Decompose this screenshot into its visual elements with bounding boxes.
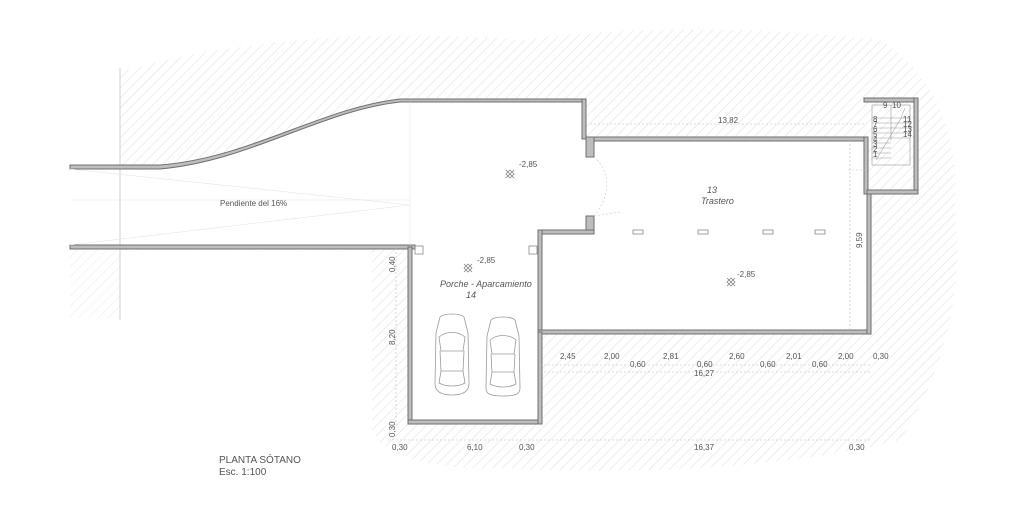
porche-left-wall [407, 246, 413, 425]
trastero-top-wall [585, 136, 868, 142]
ventilation-grilles [632, 229, 826, 235]
svg-text:5: 5 [873, 130, 878, 139]
svg-text:2,45: 2,45 [560, 352, 576, 361]
svg-text:16,27: 16,27 [694, 369, 715, 378]
svg-text:0,60: 0,60 [697, 360, 713, 369]
svg-text:0,40: 0,40 [388, 256, 397, 272]
svg-text:-2,85: -2,85 [737, 270, 756, 279]
entry-right-wall [581, 98, 587, 140]
ramp-label: Pendiente del 16% [220, 199, 287, 208]
svg-text:8,20: 8,20 [388, 329, 397, 345]
svg-text:3: 3 [873, 140, 878, 149]
level-marker-porche: -2,85 [463, 256, 496, 273]
stair-box-right [913, 97, 919, 195]
svg-text:2,00: 2,00 [604, 352, 620, 361]
level-marker-trastero: -2,85 [726, 270, 756, 287]
columns [414, 245, 538, 255]
porche-bottom-wall [407, 419, 543, 425]
grille [697, 229, 709, 235]
stair-step-numbers: 9 10 8 7 6 5 4 3 2 1 11 12 13 14 [873, 101, 912, 159]
drawing-title: PLANTA SÓTANO [219, 455, 301, 466]
svg-text:8: 8 [873, 115, 878, 124]
svg-text:12: 12 [903, 120, 912, 129]
car-right [485, 316, 521, 397]
porche-right-wall [537, 229, 543, 335]
staircase [871, 104, 911, 166]
room-number-porche: 14 [466, 290, 476, 300]
trastero-bottom-wall [537, 329, 872, 335]
svg-text:16,37: 16,37 [694, 443, 715, 452]
svg-text:2,60: 2,60 [729, 352, 745, 361]
svg-text:13: 13 [903, 125, 912, 134]
walls [69, 97, 919, 425]
svg-text:14: 14 [903, 130, 912, 139]
trastero-right-wall [863, 136, 869, 195]
trastero-right-wall-lower [866, 189, 872, 335]
grille [632, 229, 644, 235]
ramp-guides [69, 102, 411, 246]
title-block: PLANTA SÓTANO Esc. 1:100 [219, 455, 301, 479]
svg-text:11: 11 [903, 115, 912, 124]
room-name-porche: Porche - Aparcamiento [440, 279, 532, 289]
svg-text:4: 4 [873, 135, 878, 144]
svg-text:1: 1 [873, 150, 878, 159]
svg-text:13,82: 13,82 [718, 116, 739, 125]
grille [814, 229, 826, 235]
car-left [434, 313, 470, 396]
level-marker-entry: -2,85 [505, 160, 538, 179]
svg-text:9,59: 9,59 [855, 232, 864, 248]
svg-text:0,30: 0,30 [519, 443, 535, 452]
svg-text:-2,85: -2,85 [477, 256, 496, 265]
svg-text:0,30: 0,30 [392, 443, 408, 452]
grille [762, 229, 774, 235]
svg-text:2,81: 2,81 [663, 352, 679, 361]
entry-column-top [585, 136, 595, 158]
svg-text:2: 2 [873, 145, 878, 154]
svg-text:0,60: 0,60 [630, 360, 646, 369]
svg-text:0,60: 0,60 [812, 360, 828, 369]
svg-text:9: 9 [883, 101, 888, 110]
floor-area [70, 102, 868, 420]
svg-text:2,00: 2,00 [838, 352, 854, 361]
svg-text:10: 10 [892, 101, 901, 110]
dimension-lines [388, 123, 870, 441]
svg-text:7: 7 [873, 120, 878, 129]
room-name-trastero: Trastero [701, 196, 734, 206]
stair-box-top [863, 97, 919, 103]
svg-text:0,60: 0,60 [760, 360, 776, 369]
svg-text:6,10: 6,10 [467, 443, 483, 452]
svg-text:0,30: 0,30 [849, 443, 865, 452]
svg-text:0,30: 0,30 [873, 352, 889, 361]
partition-wall-top [539, 229, 595, 235]
stair-box-bottom [866, 189, 919, 195]
porche-right-lower-wall [537, 331, 543, 425]
svg-text:6: 6 [873, 125, 878, 134]
svg-text:2,01: 2,01 [786, 352, 802, 361]
openings [593, 156, 866, 217]
dimension-labels: 13,82 9,59 0,40 8,20 0,30 0,30 6,10 0,30… [388, 116, 889, 452]
room-number-trastero: 13 [707, 185, 717, 195]
ramp-bottom-wall [69, 244, 416, 250]
svg-text:0,30: 0,30 [388, 421, 397, 437]
drawing-scale: Esc. 1:100 [219, 467, 267, 478]
svg-text:-2,85: -2,85 [519, 160, 538, 169]
